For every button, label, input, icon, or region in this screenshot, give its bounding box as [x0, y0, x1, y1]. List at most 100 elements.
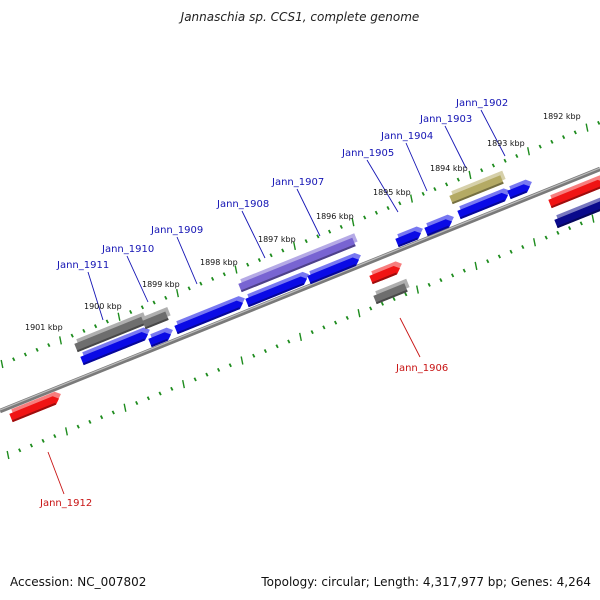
gene-jann-1902-body — [507, 184, 530, 200]
forward-scale-tick — [47, 343, 51, 348]
forward-scale-tick — [70, 333, 74, 338]
reverse-scale-tick — [29, 443, 34, 448]
leader-line-3 — [176, 236, 198, 285]
forward-scale-tick — [199, 281, 203, 286]
gene-jann-1905-body — [395, 231, 421, 248]
forward-scale-tick — [0, 359, 4, 369]
forward-scale-tick — [246, 262, 250, 267]
reverse-scale-tick — [18, 448, 22, 453]
kbp-label-1897: 1897 kbp — [258, 235, 296, 244]
gene-jann-1911-shadow — [82, 338, 146, 366]
reverse-scale-tick — [497, 254, 502, 259]
gene-jann-1908-body — [245, 276, 307, 308]
gene-label-jann-1903: Jann_1903 — [419, 114, 472, 125]
forward-scale-tick — [363, 215, 367, 220]
forward-scale-tick — [35, 347, 39, 352]
forward-scale-tick — [433, 187, 437, 192]
gene-navy-right-body — [554, 200, 600, 229]
reverse-scale-tick — [41, 438, 45, 443]
gene-red-right — [548, 175, 600, 209]
gene-label-jann-1909: Jann_1909 — [150, 225, 203, 236]
forward-scale-tick — [491, 163, 496, 168]
gene-jann-1903 — [457, 188, 510, 220]
kbp-label-1895: 1895 kbp — [373, 188, 411, 197]
reverse-scale-tick — [579, 221, 583, 226]
reverse-scale-tick — [380, 301, 385, 306]
gene-gray-b-body — [142, 311, 169, 330]
gene-red-right-body — [548, 179, 600, 209]
label-leader-lines — [47, 109, 506, 495]
reverse-scale-tick — [182, 379, 185, 389]
gene-label-jann-1910: Jann_1910 — [101, 244, 154, 255]
reverse-scale-tick — [205, 372, 209, 377]
forward-scale-tick — [585, 123, 589, 132]
leader-line-7 — [405, 142, 428, 192]
gene-navy-right-shadow — [556, 206, 600, 229]
forward-scale-tick — [410, 194, 413, 203]
genome-summary-text: Topology: circular; Length: 4,317,977 bp… — [261, 575, 591, 589]
reverse-scale-tick — [556, 230, 560, 235]
gene-label-jann-1905: Jann_1905 — [341, 148, 394, 159]
forward-scale-tick — [152, 300, 156, 305]
map-title: Jannaschia sp. CCS1, complete genome — [180, 10, 420, 24]
gene-jann-1903-shadow — [459, 199, 506, 220]
forward-scale-tick — [281, 248, 285, 253]
forward-scale-tick — [164, 295, 168, 300]
gene-jann-1912-shadow — [11, 402, 57, 423]
reverse-scale-tick — [392, 297, 396, 302]
gene-olive — [449, 170, 506, 205]
gene-purple — [238, 233, 358, 293]
reverse-scale-tick — [146, 396, 151, 401]
reverse-scale-tick — [299, 332, 302, 341]
reverse-scale-tick — [369, 306, 373, 311]
gene-jann-1902-shadow — [509, 190, 528, 200]
leader-line-5 — [296, 188, 321, 237]
kbp-label-1899: 1899 kbp — [142, 280, 180, 289]
gene-jann-1905-shadow — [397, 237, 419, 248]
forward-scale-tick — [480, 168, 484, 173]
reverse-scale-tick — [533, 238, 536, 247]
genome-backbone — [0, 166, 600, 414]
reverse-scale-tick — [53, 434, 57, 439]
gene-jann-1909-shadow — [176, 307, 241, 335]
forward-scale-tick — [293, 241, 296, 250]
gene-features — [9, 170, 600, 423]
gene-jann-1906-shadow — [371, 272, 398, 285]
reverse-scale-tick — [287, 339, 291, 344]
reverse-scale-tick — [228, 363, 232, 368]
gene-jann-1906 — [369, 261, 402, 285]
forward-scale-tick — [561, 135, 566, 140]
gene-label-jann-1904: Jann_1904 — [380, 131, 433, 142]
reverse-scale-tick — [252, 353, 256, 358]
backbone-line — [0, 166, 600, 414]
gene-red-right-shadow — [550, 186, 600, 209]
forward-scale-tick — [187, 286, 191, 291]
leader-line-11 — [47, 451, 65, 495]
reverse-scale-tick — [193, 377, 197, 382]
gene-jann-1909 — [174, 296, 245, 335]
forward-scale-tick — [327, 229, 332, 234]
reverse-scale-tick — [99, 415, 104, 420]
gene-jann-1902 — [507, 179, 532, 200]
reverse-scale-tick — [333, 320, 338, 325]
reverse-scale-tick — [76, 424, 80, 429]
forward-scale-tick — [117, 312, 121, 321]
reverse-scale-tick — [240, 356, 244, 365]
reverse-scale-tick — [275, 344, 279, 349]
gene-gray-c-shadow — [375, 289, 408, 305]
reverse-scale-tick — [216, 367, 221, 372]
forward-scale-tick — [234, 265, 238, 274]
gene-jann-1907-body — [307, 257, 360, 285]
reverse-scale-tick — [322, 325, 326, 330]
forward-scale-tick — [82, 328, 86, 333]
reverse-scale-tick — [544, 235, 548, 240]
scale-ticks-reverse — [6, 214, 595, 460]
kbp-label-1893: 1893 kbp — [487, 139, 525, 148]
forward-scale-tick — [527, 147, 530, 156]
gene-label-jann-1912: Jann_1912 — [39, 498, 92, 509]
reverse-scale-tick — [450, 273, 455, 278]
reverse-scale-tick — [65, 427, 68, 436]
forward-scale-tick — [503, 158, 507, 163]
leader-line-6 — [366, 159, 399, 213]
